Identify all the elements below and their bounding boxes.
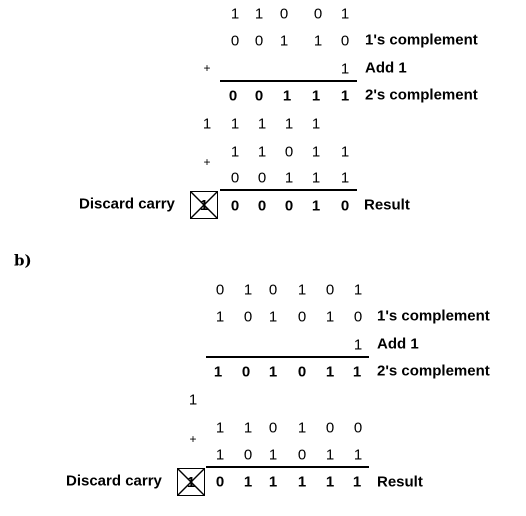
bit: 1 bbox=[311, 169, 321, 187]
cross-out-icon bbox=[178, 469, 204, 495]
bit: 0 bbox=[297, 308, 307, 326]
carry-bit: 1 bbox=[257, 115, 267, 133]
bit: 1 bbox=[268, 473, 278, 491]
section-label-b: b) bbox=[14, 251, 32, 270]
carry-bit: 1 bbox=[230, 115, 240, 133]
discarded-carry-box: 1 bbox=[177, 468, 205, 496]
bit: 1 bbox=[353, 336, 363, 354]
bit: 0 bbox=[279, 5, 289, 23]
bit: 1 bbox=[243, 281, 253, 299]
bit: 0 bbox=[254, 87, 264, 105]
bit: 0 bbox=[254, 32, 264, 50]
label-discard-carry: Discard carry bbox=[79, 195, 175, 213]
bit: 1 bbox=[243, 419, 253, 437]
label-ones-complement: 1's complement bbox=[377, 307, 490, 325]
bit: 0 bbox=[297, 446, 307, 464]
cross-out-icon bbox=[191, 192, 217, 218]
bit: 1 bbox=[353, 446, 363, 464]
bit: 1 bbox=[297, 473, 307, 491]
bit: 1 bbox=[352, 363, 362, 381]
bit: 0 bbox=[353, 419, 363, 437]
bit: 1 bbox=[279, 32, 289, 50]
bit: 1 bbox=[340, 87, 350, 105]
bit: 0 bbox=[268, 419, 278, 437]
sum-line bbox=[206, 466, 369, 468]
bit: 1 bbox=[340, 169, 350, 187]
sum-line bbox=[220, 189, 357, 191]
plus-sign: + bbox=[189, 432, 197, 446]
bit: 1 bbox=[325, 473, 335, 491]
bit: 1 bbox=[268, 363, 278, 381]
label-twos-complement: 2's complement bbox=[377, 362, 490, 380]
bit: 0 bbox=[215, 281, 225, 299]
bit: 1 bbox=[268, 446, 278, 464]
bit: 1 bbox=[215, 419, 225, 437]
discarded-carry-box: 1 bbox=[190, 191, 218, 219]
bit: 0 bbox=[228, 87, 238, 105]
bit: 1 bbox=[254, 5, 264, 23]
bit: 1 bbox=[230, 143, 240, 161]
bit: 1 bbox=[311, 197, 321, 215]
sum-line bbox=[220, 80, 357, 82]
label-result: Result bbox=[377, 473, 423, 491]
bit: 1 bbox=[297, 281, 307, 299]
bit: 0 bbox=[268, 281, 278, 299]
bit: 1 bbox=[325, 446, 335, 464]
sum-line bbox=[206, 356, 369, 358]
label-ones-complement: 1's complement bbox=[365, 31, 478, 49]
carry-bit: 1 bbox=[284, 115, 294, 133]
bit: 0 bbox=[353, 308, 363, 326]
bit: 1 bbox=[325, 363, 335, 381]
bit: 0 bbox=[284, 143, 294, 161]
bit: 0 bbox=[230, 169, 240, 187]
plus-sign: + bbox=[203, 155, 211, 169]
bit: 0 bbox=[230, 32, 240, 50]
plus-sign: + bbox=[203, 61, 211, 75]
bit: 1 bbox=[213, 363, 223, 381]
bit: 1 bbox=[311, 143, 321, 161]
bit: 0 bbox=[284, 197, 294, 215]
bit: 0 bbox=[257, 197, 267, 215]
bit: 0 bbox=[230, 197, 240, 215]
label-add-one: Add 1 bbox=[377, 335, 419, 353]
label-discard-carry: Discard carry bbox=[66, 472, 162, 490]
bit: 0 bbox=[340, 197, 350, 215]
bit: 0 bbox=[257, 169, 267, 187]
bit: 0 bbox=[340, 32, 350, 50]
bit: 1 bbox=[243, 473, 253, 491]
bit: 0 bbox=[325, 281, 335, 299]
bit: 1 bbox=[215, 446, 225, 464]
carry-bit: 1 bbox=[311, 115, 321, 133]
bit: 0 bbox=[241, 363, 251, 381]
label-twos-complement: 2's complement bbox=[365, 86, 478, 104]
bit: 1 bbox=[353, 281, 363, 299]
bit: 1 bbox=[268, 308, 278, 326]
label-result: Result bbox=[364, 196, 410, 214]
bit: 0 bbox=[297, 363, 307, 381]
bit: 0 bbox=[243, 446, 253, 464]
bit: 1 bbox=[282, 87, 292, 105]
bit: 1 bbox=[311, 87, 321, 105]
bit: 1 bbox=[325, 308, 335, 326]
bit: 1 bbox=[340, 5, 350, 23]
bit: 1 bbox=[257, 143, 267, 161]
bit: 1 bbox=[340, 60, 350, 78]
bit: 0 bbox=[243, 308, 253, 326]
carry-bit: 1 bbox=[202, 115, 212, 133]
bit: 1 bbox=[215, 308, 225, 326]
bit: 0 bbox=[313, 5, 323, 23]
bit: 1 bbox=[352, 473, 362, 491]
bit: 0 bbox=[325, 419, 335, 437]
bit: 1 bbox=[297, 419, 307, 437]
bit: 1 bbox=[340, 143, 350, 161]
bit: 1 bbox=[313, 32, 323, 50]
label-add-one: Add 1 bbox=[365, 59, 407, 77]
carry-bit: 1 bbox=[188, 391, 198, 409]
bit: 1 bbox=[284, 169, 294, 187]
bit: 1 bbox=[230, 5, 240, 23]
bit: 0 bbox=[215, 473, 225, 491]
